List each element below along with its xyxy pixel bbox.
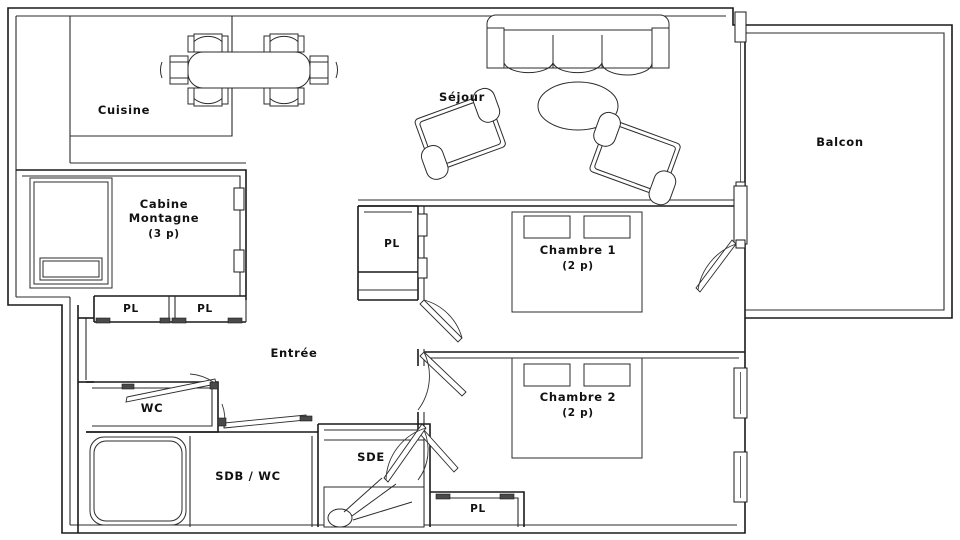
living-room-furniture xyxy=(414,14,681,206)
room-label-chambre-1-occ: (2 p) xyxy=(562,260,594,272)
room-label-entree: Entrée xyxy=(270,346,317,360)
room-label-chambre-2: Chambre 2 xyxy=(540,390,616,404)
coffee-table xyxy=(537,81,619,131)
room-label-sdb-wc: SDB / WC xyxy=(215,469,281,483)
room-label-balcon: Balcon xyxy=(816,135,864,149)
bed-chambre-2 xyxy=(511,357,643,459)
room-label-sejour: Séjour xyxy=(439,90,485,104)
room-label-pl-left: PL xyxy=(123,303,139,315)
hinged-doors xyxy=(121,239,737,483)
room-label-cabine-1: Cabine xyxy=(140,197,189,211)
closet-door-marks xyxy=(95,317,515,500)
room-label-pl-sejour: PL xyxy=(384,238,400,250)
bunk-bed xyxy=(29,177,113,289)
room-labels: Cuisine Séjour Balcon Cabine Montagne (3… xyxy=(98,90,864,515)
bed-chambre-1 xyxy=(511,211,643,313)
room-label-cabine-3: (3 p) xyxy=(148,228,180,240)
shower-drain-icon xyxy=(327,508,353,528)
room-label-wc: WC xyxy=(141,401,164,415)
sofa xyxy=(486,14,670,76)
room-label-pl-mid: PL xyxy=(197,303,213,315)
dining-set xyxy=(160,33,338,107)
armchair-left xyxy=(414,87,506,180)
room-label-cabine-2: Montagne xyxy=(129,211,200,225)
room-label-chambre-1: Chambre 1 xyxy=(540,243,616,257)
shower-tray xyxy=(327,477,413,528)
room-label-sde: SDE xyxy=(357,450,385,464)
bathtub xyxy=(89,436,187,526)
dining-table xyxy=(187,51,311,89)
armchair-right xyxy=(589,111,681,206)
room-label-pl-bottom: PL xyxy=(470,503,486,515)
window-openings xyxy=(233,11,748,503)
room-label-cuisine: Cuisine xyxy=(98,103,150,117)
dining-chairs xyxy=(160,33,338,107)
room-label-chambre-2-occ: (2 p) xyxy=(562,407,594,419)
